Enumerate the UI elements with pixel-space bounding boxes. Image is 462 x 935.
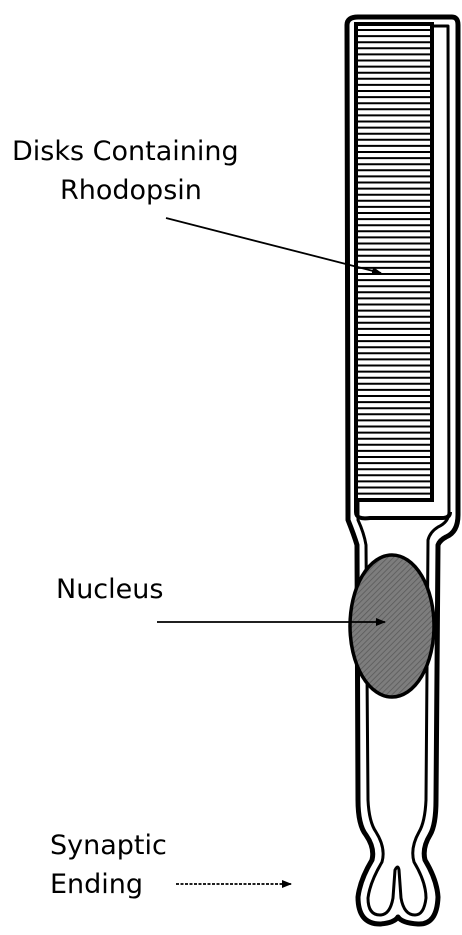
synaptic-label-line1: Synaptic <box>50 830 167 861</box>
synaptic-label-line2: Ending <box>50 869 143 900</box>
outer-segment <box>356 24 432 500</box>
nucleus-label: Nucleus <box>56 574 163 605</box>
nucleus-shape <box>350 555 434 697</box>
disks-label-line1: Disks Containing <box>12 136 239 167</box>
disks-label: Disks Containing Rhodopsin <box>12 136 239 206</box>
synaptic-label: Synaptic Ending <box>50 830 167 900</box>
disks-label-line2: Rhodopsin <box>60 175 202 206</box>
